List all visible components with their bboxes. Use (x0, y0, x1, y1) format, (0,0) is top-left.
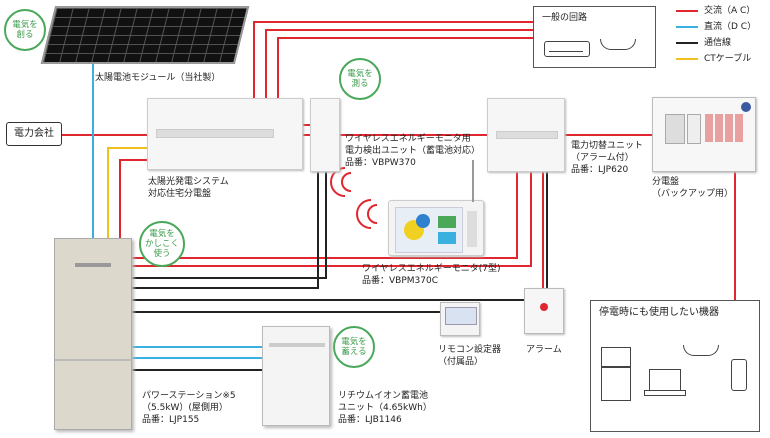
ac-wire-board-up-3 (277, 37, 533, 98)
outage-devices-label: 停電時にも使用したい機器 (599, 307, 719, 318)
switch-unit-label: 電力切替ユニット（アラーム付）品番：LJP620 (571, 141, 644, 175)
power-station-label: パワーステーション※5（5.5kW）(屋側用）品番：LJP155 (142, 391, 236, 425)
ceiling-light-icon (600, 39, 636, 50)
solar-panel-image (40, 6, 250, 64)
ceiling-light-icon-2 (683, 345, 719, 356)
ac-wire-ps-switch-1 (132, 172, 518, 259)
bubble-smart-use: 電気をかしこく使う (139, 221, 185, 267)
backup-panel-label: 分電盤（バックアップ用） (652, 177, 734, 199)
air-conditioner-icon (544, 41, 590, 57)
power-company-label: 電力会社 (14, 128, 54, 139)
general-circuit-label: 一般の回路 (542, 13, 588, 23)
distribution-board-image (147, 98, 303, 170)
battery-image (262, 326, 330, 426)
ac-wire-board-up-2 (265, 29, 533, 98)
mobile-phone-icon (731, 359, 747, 391)
switch-unit-image (487, 98, 565, 172)
comm-wire-monitor (132, 172, 319, 289)
solar-module-label: 太陽電池モジュール（当社製） (95, 73, 221, 83)
monitor-antenna (472, 160, 474, 202)
battery-label: リチウムイオン蓄電池ユニット（4.65kWh）品番：LJB1146 (338, 391, 432, 425)
wireless-monitor-image (388, 200, 484, 256)
comm-wire-monitor-2 (132, 172, 327, 279)
sensor-unit-label: ワイヤレスエネルギーモニタ用電力検出ユニット（蓄電池対応）品番：VBPW370 (345, 134, 481, 168)
bubble-store: 電気を蓄える (333, 326, 375, 368)
ac-wire-board-ps (119, 159, 147, 238)
legend-item-ac: 交流（A C） (676, 3, 770, 19)
remote-label: リモコン設定器（付属品） (438, 345, 502, 367)
sensor-unit-image (310, 98, 340, 172)
wireless-signal-icon (330, 167, 378, 229)
remote-image (440, 302, 480, 336)
refrigerator-icon (601, 347, 631, 401)
legend-item-dc: 直流（D C） (676, 19, 770, 35)
outage-devices-box: 停電時にも使用したい機器 (590, 300, 760, 432)
legend-item-ct: CTケーブル (676, 51, 770, 67)
monitor-label: ワイヤレスエネルギーモニタ(7型)品番：VBPM370C (362, 264, 501, 286)
power-company-box: 電力会社 (6, 122, 62, 146)
ac-wire-board-up-1 (253, 21, 533, 98)
general-circuit-box: 一般の回路 (533, 6, 656, 68)
distribution-board-label: 太陽光発電システム対応住宅分電盤 (148, 177, 229, 199)
ac-wire-ps-switch-2 (132, 172, 532, 267)
bubble-measure: 電気を測る (339, 58, 381, 100)
bubble-create: 電気を創る (4, 9, 46, 51)
backup-panel-image (652, 97, 756, 172)
legend-item-comm: 通信線 (676, 35, 770, 51)
laptop-icon (644, 369, 686, 396)
alarm-label: アラーム (526, 345, 562, 355)
legend: 交流（A C） 直流（D C） 通信線 CTケーブル (676, 3, 770, 67)
ct-wire (107, 147, 147, 238)
alarm-image (524, 288, 564, 334)
power-station-image (54, 238, 133, 430)
